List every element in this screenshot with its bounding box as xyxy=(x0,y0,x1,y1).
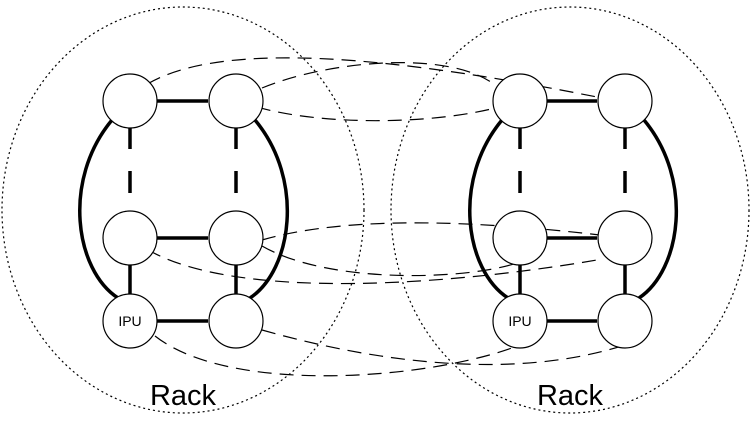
ipu-node xyxy=(492,73,548,129)
inter-rack-link-bot-b xyxy=(261,329,626,366)
ipu-node-labeled xyxy=(492,293,548,349)
ipu-node xyxy=(102,73,158,129)
inter-rack-link-mid-b xyxy=(261,245,521,277)
right-rack-links xyxy=(468,99,679,323)
ipu-label-right: IPU xyxy=(508,313,531,329)
ipu-label-left: IPU xyxy=(118,313,141,329)
ipu-node xyxy=(208,73,264,129)
inter-rack-link-top-c xyxy=(261,62,496,89)
ipu-node xyxy=(597,73,653,129)
link-arc-right xyxy=(249,118,290,300)
rack-label-left: Rack xyxy=(150,380,217,412)
link-arc-right xyxy=(638,118,679,300)
link-arc-left xyxy=(468,118,509,300)
rack-label-right: Rack xyxy=(537,380,604,412)
ipu-node-labeled xyxy=(102,293,158,349)
inter-rack-links xyxy=(129,57,626,377)
ipu-node xyxy=(102,210,158,266)
inter-rack-link-top-b xyxy=(235,99,521,122)
link-arc-left xyxy=(78,118,119,300)
rack-boundary-right xyxy=(390,6,750,414)
left-rack-nodes xyxy=(102,73,264,349)
ipu-node xyxy=(208,293,264,349)
inter-rack-link-mid-c xyxy=(261,222,626,241)
inter-rack-link-mid-a xyxy=(129,236,598,285)
right-rack-nodes xyxy=(492,73,653,349)
ipu-node xyxy=(208,210,264,266)
rack-boundary-left xyxy=(1,6,365,414)
left-rack-links xyxy=(78,99,290,323)
ipu-node xyxy=(492,210,548,266)
ipu-node xyxy=(597,293,653,349)
ipu-node xyxy=(597,210,653,266)
inter-rack-link-bot-a xyxy=(154,335,521,377)
